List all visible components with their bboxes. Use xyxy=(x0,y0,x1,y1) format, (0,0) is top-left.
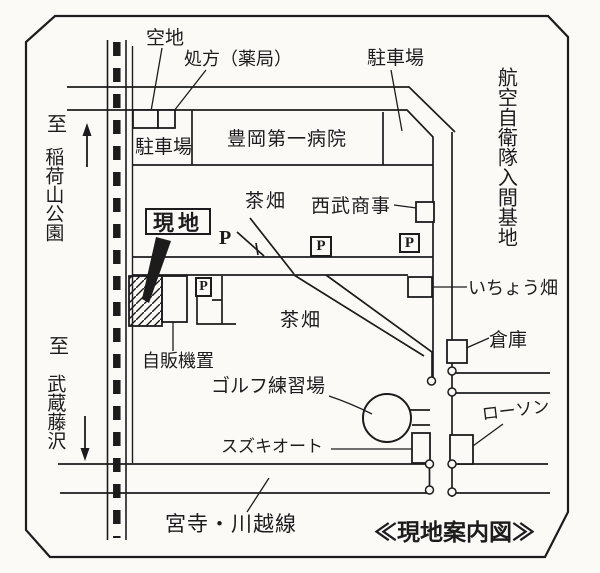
pharmacy-label: 処方（薬局） xyxy=(184,49,292,69)
golf-range-circle xyxy=(362,393,412,443)
parking-mark-box-3: P xyxy=(399,233,420,253)
lawson-box xyxy=(449,434,474,465)
south-destination-label: 武蔵藤沢 xyxy=(44,374,66,450)
ginkgo-field-box xyxy=(407,276,433,298)
parking-west-label: 駐車場 xyxy=(135,137,193,158)
suzuki-auto-box xyxy=(411,432,431,464)
seibu-shoji-label: 西武商事 xyxy=(311,196,392,217)
map-title: ≪現地案内図≫ xyxy=(374,520,535,545)
roads xyxy=(58,86,550,497)
map-border xyxy=(24,14,570,559)
site-box: 現地 xyxy=(145,208,211,235)
parking-mark-box-2: P xyxy=(310,236,332,257)
north-arrow xyxy=(82,123,92,167)
hospital-label: 豊岡第一病院 xyxy=(227,129,348,150)
site-pointer-wedge xyxy=(142,237,171,303)
site-label: 現地 xyxy=(153,210,203,235)
south-arrow xyxy=(80,416,90,461)
warehouse-label: 倉庫 xyxy=(489,330,528,351)
parking-mark-box-1: P xyxy=(195,277,212,297)
airbase-label: 航空自衛隊入間基地 xyxy=(494,67,517,247)
vacant-lot-box xyxy=(132,109,159,129)
pharmacy-box xyxy=(157,109,176,129)
north-destination-label: 稲荷山公園 xyxy=(42,147,64,242)
parking-mark-plain: P xyxy=(219,227,232,249)
suzuki-auto-label: スズキオート xyxy=(221,437,323,456)
to-south-label: 至 xyxy=(49,336,69,358)
vending-area-box xyxy=(161,275,188,323)
road-name-label: 宮寺・川越線 xyxy=(165,512,297,536)
to-north-label: 至 xyxy=(47,114,67,136)
golf-range-label: ゴルフ練習場 xyxy=(211,376,326,397)
warehouse-box xyxy=(446,339,468,364)
ginkgo-field-label: いちょう畑 xyxy=(468,278,558,298)
junction-circles xyxy=(424,366,457,497)
building-boxes xyxy=(128,109,474,465)
seibu-shoji-box xyxy=(415,201,435,223)
tea-field-south-label: 茶畑 xyxy=(280,310,323,331)
parking-northeast-label: 駐車場 xyxy=(367,48,425,69)
tea-field-north-label: 茶畑 xyxy=(245,191,288,212)
vending-machines-label: 自販機置 xyxy=(142,351,214,371)
vacant-lot-label: 空地 xyxy=(146,28,185,49)
